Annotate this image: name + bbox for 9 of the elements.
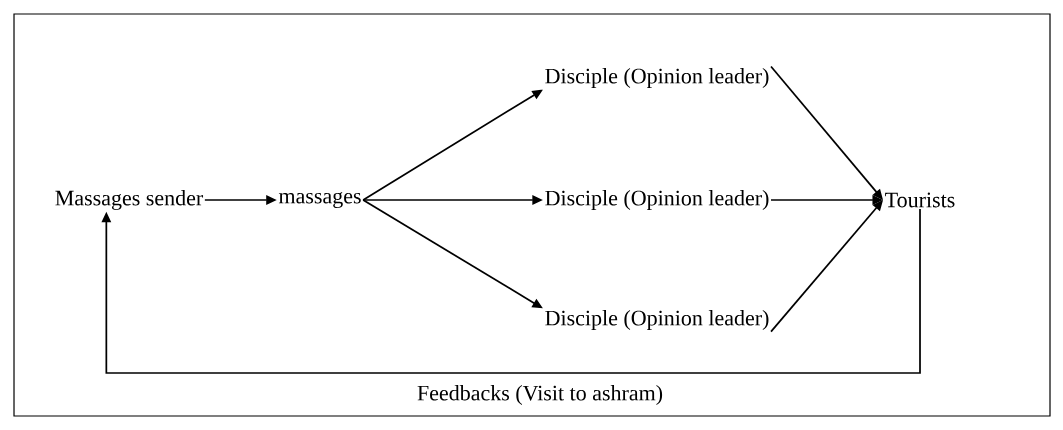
node-text: massages <box>278 192 361 208</box>
arrow <box>362 89 543 201</box>
feedback-arrow <box>101 208 921 374</box>
node-text: Disciple (Opinion leader) <box>545 190 769 210</box>
edge-label: Feedbacks (Visit to ashram) <box>415 383 665 407</box>
node-text: Tourists <box>885 192 955 208</box>
node-text: Disciple (Opinion leader) <box>545 310 769 330</box>
node-text: Disciple (Opinion leader) <box>545 68 769 88</box>
node-text: Massages sender <box>55 190 204 210</box>
